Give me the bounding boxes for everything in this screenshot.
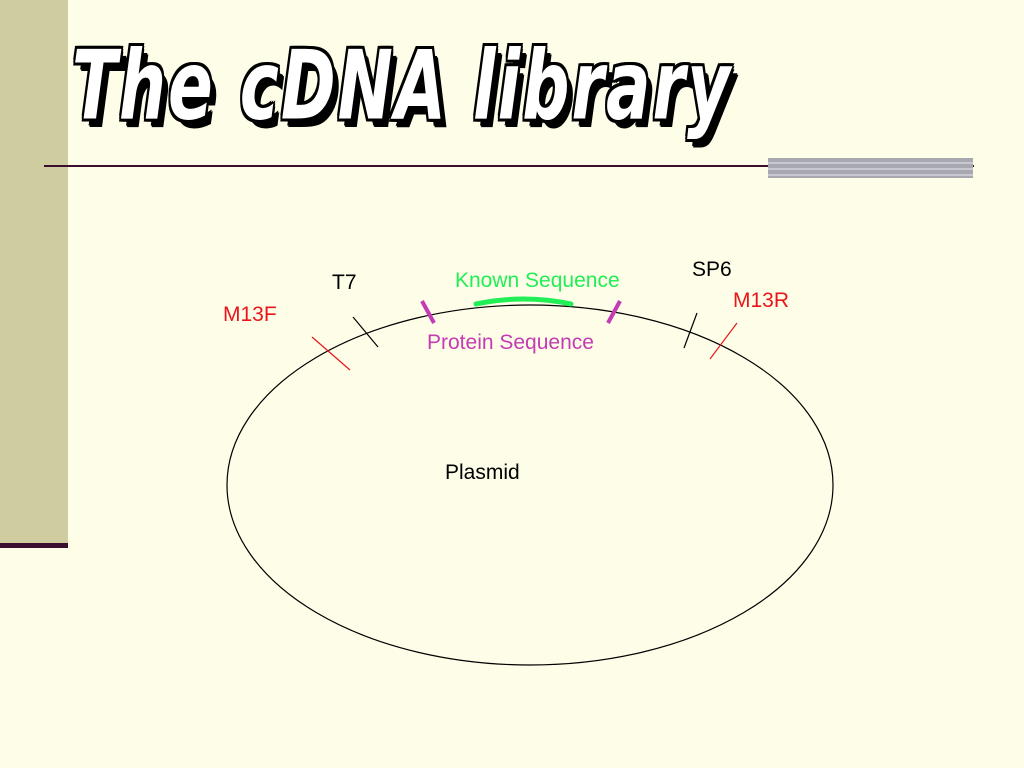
t7-site-tick	[352, 316, 379, 348]
m13f-site-tick	[311, 336, 351, 371]
plasmid-outline	[226, 304, 834, 666]
plasmid-label: Plasmid	[445, 461, 520, 484]
sidebar-underline	[0, 543, 68, 548]
protein-sequence-label: Protein Sequence	[427, 331, 594, 354]
m13r-site-tick	[709, 322, 738, 360]
protein-sequence-left-mark	[420, 300, 436, 324]
slide-title: The cDNA library	[72, 30, 733, 142]
m13f-label: M13F	[223, 303, 277, 326]
sp6-site-tick	[683, 312, 698, 349]
sp6-label: SP6	[692, 258, 732, 281]
title-accent-bar	[768, 158, 973, 178]
t7-label: T7	[332, 271, 357, 294]
title-rule	[44, 165, 974, 167]
known-sequence-arc	[473, 296, 574, 307]
protein-sequence-right-mark	[606, 300, 622, 324]
known-sequence-label: Known Sequence	[455, 269, 620, 292]
sidebar-band	[0, 0, 68, 545]
m13r-label: M13R	[733, 289, 789, 312]
